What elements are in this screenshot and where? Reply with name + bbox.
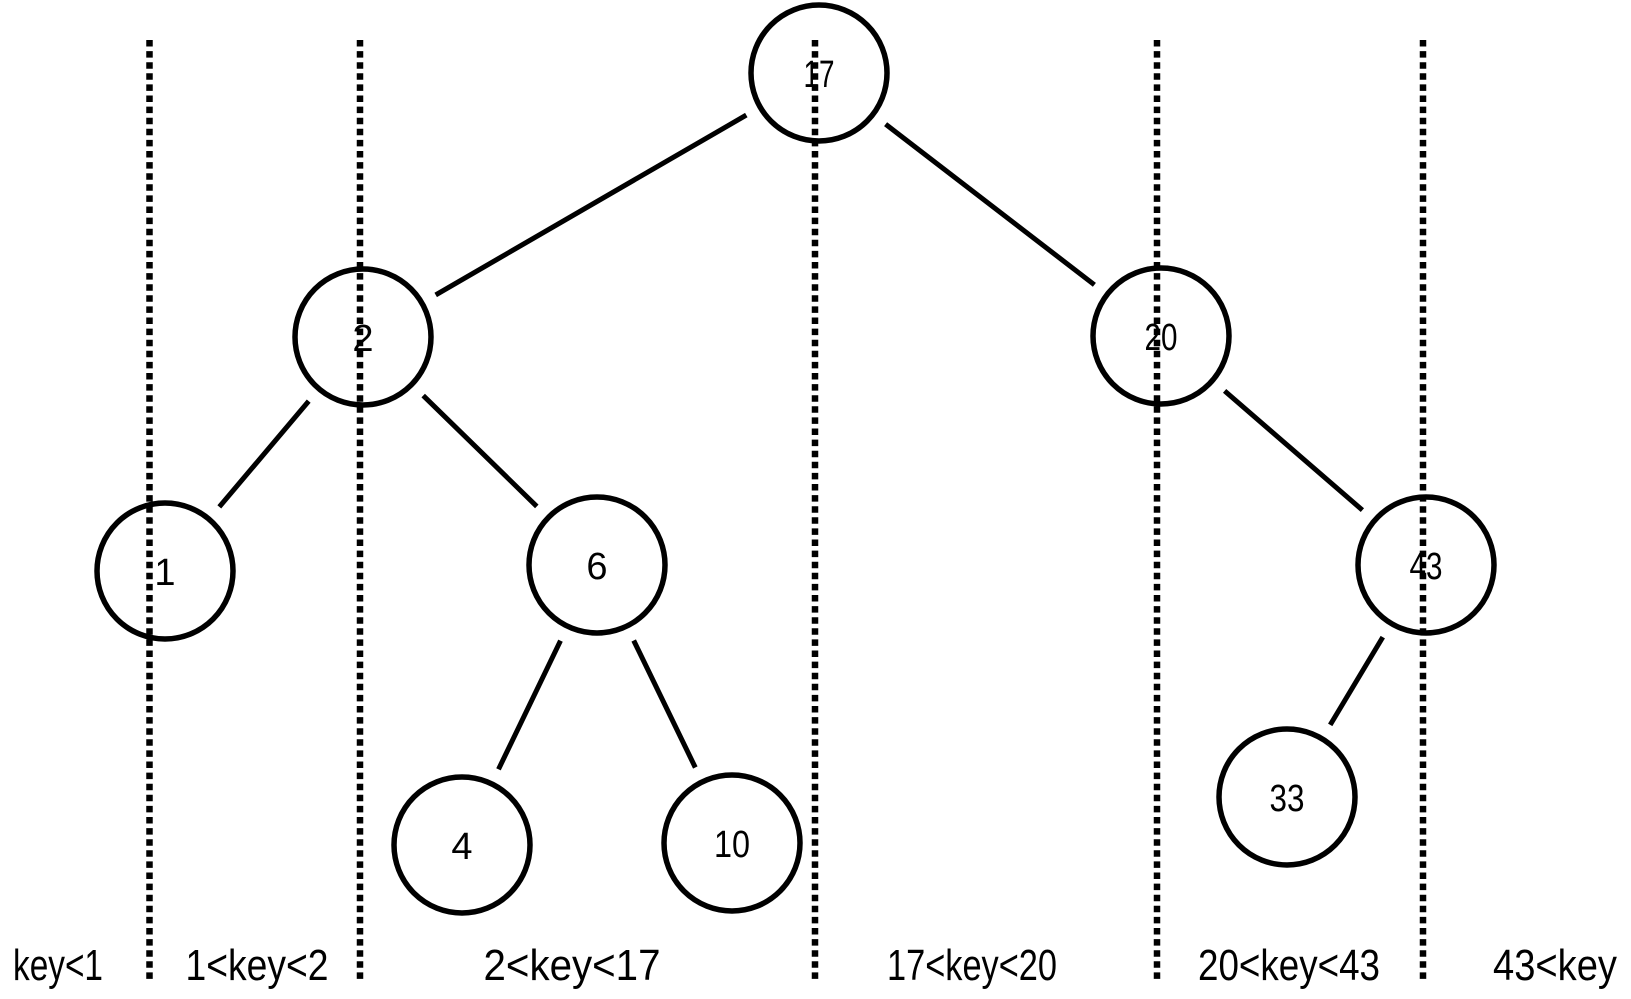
- node-circle-10: [661, 772, 803, 914]
- tree-node-17: 17: [748, 2, 890, 144]
- region-labels: key<1 1<key<2 2<key<17 17<key<20 20<key<…: [13, 941, 1617, 990]
- edge-2-1: [217, 399, 311, 509]
- region-label-2-key-17: 2<key<17: [484, 941, 661, 990]
- node-circle-17: [748, 2, 890, 144]
- tree-node-43: 43: [1355, 494, 1497, 636]
- node-value-10: 10: [714, 824, 750, 866]
- region-label-43-key: 43<key: [1493, 941, 1617, 990]
- tree-node-4: 4: [391, 774, 533, 916]
- tree-node-10: 10: [661, 772, 803, 914]
- partition-lines: [146, 40, 1427, 980]
- node-circle-1: [94, 500, 236, 642]
- node-value-20: 20: [1145, 317, 1178, 359]
- edge-43-33: [1328, 635, 1385, 727]
- tree-nodes: 17 2 20 1 6 43: [94, 2, 1497, 916]
- node-circle-2: [292, 266, 434, 408]
- tree-node-2: 2: [292, 266, 434, 408]
- node-circle-20: [1090, 265, 1232, 407]
- edge-17-2: [434, 112, 748, 298]
- tree-edges: [217, 112, 1385, 771]
- node-value-2: 2: [352, 318, 373, 360]
- tree-node-20: 20: [1090, 265, 1232, 407]
- region-label-1-key-2: 1<key<2: [186, 941, 329, 990]
- region-label-20-key-43: 20<key<43: [1198, 941, 1380, 990]
- node-circle-6: [526, 494, 668, 636]
- region-label-17-key-20: 17<key<20: [887, 941, 1057, 990]
- edge-6-10: [631, 639, 698, 769]
- node-value-33: 33: [1270, 778, 1305, 820]
- tree-node-1: 1: [94, 500, 236, 642]
- node-value-17: 17: [804, 54, 835, 96]
- node-value-4: 4: [451, 826, 472, 868]
- tree-node-6: 6: [526, 494, 668, 636]
- node-circle-43: [1355, 494, 1497, 636]
- edge-20-43: [1222, 389, 1365, 512]
- region-label-key-lt-1: key<1: [13, 941, 103, 990]
- node-value-1: 1: [154, 552, 175, 594]
- edge-17-20: [884, 122, 1096, 287]
- node-value-43: 43: [1410, 546, 1443, 588]
- node-circle-33: [1216, 726, 1358, 868]
- edge-6-4: [496, 639, 563, 771]
- node-value-6: 6: [586, 546, 607, 588]
- tree-node-33: 33: [1216, 726, 1358, 868]
- edge-2-6: [421, 393, 539, 509]
- node-circle-4: [391, 774, 533, 916]
